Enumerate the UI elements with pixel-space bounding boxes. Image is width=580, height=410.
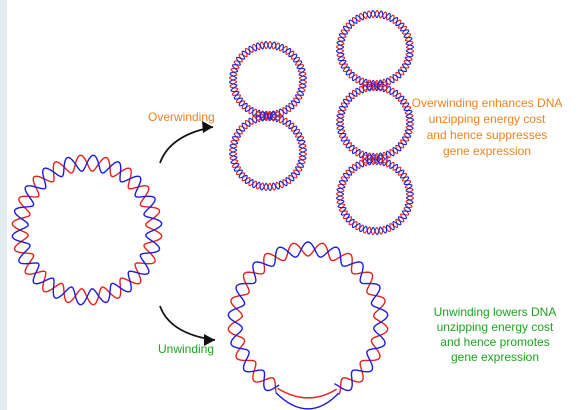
overwinding-note: Overwinding enhances DNA unzipping energ… bbox=[412, 96, 563, 158]
crossing-twist bbox=[371, 154, 379, 164]
overwinding-note-line: Overwinding enhances DNA bbox=[412, 96, 563, 110]
overwinding-note-line: gene expression bbox=[443, 144, 531, 158]
crossing-twist bbox=[361, 154, 369, 164]
unwinding-note-line: unzipping energy cost bbox=[437, 320, 554, 334]
relaxed-dna-circle bbox=[11, 154, 163, 306]
blue-strand bbox=[229, 41, 307, 119]
red-strand bbox=[336, 10, 414, 88]
separated-blue-strand bbox=[275, 391, 340, 410]
red-strand bbox=[227, 242, 389, 395]
unwinding-note: Unwinding lowers DNA unzipping energy co… bbox=[434, 305, 557, 364]
overwound-triple-loop bbox=[336, 10, 414, 235]
unwinding-note-line: Unwinding lowers DNA bbox=[434, 305, 557, 319]
blue-strand bbox=[227, 241, 389, 392]
crossing-twist bbox=[376, 81, 384, 91]
overwound-figure-eight bbox=[229, 41, 307, 191]
unwinding-note-line: gene expression bbox=[451, 350, 539, 364]
crossing-twist bbox=[366, 154, 374, 164]
crossing-twist bbox=[254, 111, 262, 121]
crossing-twist bbox=[381, 154, 389, 164]
red-strand bbox=[11, 154, 163, 306]
left-edge-bar bbox=[0, 0, 7, 410]
crossing-twist bbox=[376, 154, 384, 164]
unwinding-label: Unwinding bbox=[158, 342, 214, 356]
unwound-dna-circle bbox=[227, 241, 389, 410]
crossing-twist bbox=[361, 81, 369, 91]
crossing-twist bbox=[259, 111, 267, 121]
overwinding-label: Overwinding bbox=[148, 110, 215, 124]
blue-strand bbox=[336, 83, 414, 161]
overwound-crossings bbox=[254, 81, 389, 164]
separated-red-strand bbox=[277, 387, 338, 399]
crossing-twist bbox=[274, 111, 282, 121]
crossing-twist bbox=[264, 111, 272, 121]
crossing-twist bbox=[371, 81, 379, 91]
red-strand bbox=[336, 83, 414, 161]
overwinding-note-line: unzipping energy cost bbox=[429, 112, 546, 126]
blue-strand bbox=[336, 157, 414, 235]
overwound-dna-group bbox=[229, 10, 414, 235]
crossing-twist bbox=[366, 81, 374, 91]
overwinding-note-line: and hence suppresses bbox=[427, 128, 548, 142]
unwinding-arrow bbox=[159, 305, 216, 346]
unwinding-note-line: and hence promotes bbox=[440, 335, 549, 349]
red-strand bbox=[229, 113, 307, 191]
red-strand bbox=[336, 157, 414, 235]
crossing-twist bbox=[381, 81, 389, 91]
crossing-twist bbox=[269, 111, 277, 121]
blue-strand bbox=[229, 113, 307, 191]
red-strand bbox=[229, 41, 307, 119]
overwinding-arrow bbox=[159, 121, 214, 164]
blue-strand bbox=[11, 154, 163, 306]
blue-strand bbox=[336, 10, 414, 88]
